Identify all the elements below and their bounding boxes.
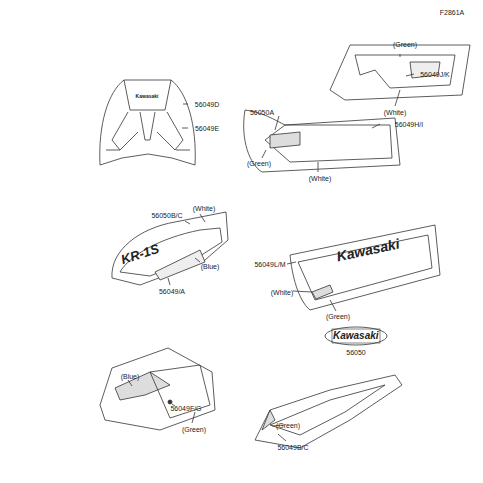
decal-text: Kawasaki [136, 94, 159, 99]
callout-label: (Green) [326, 313, 350, 320]
callout-label: (Green) [247, 160, 271, 167]
logo-decal: Kawasaki 56050 [324, 326, 388, 356]
callout-label: 56049J/K [420, 71, 450, 78]
callout-label: (Blue) [121, 373, 140, 380]
callout-label: (Green) [393, 41, 417, 48]
callout-label: 56049E [195, 125, 219, 132]
logo-text: Kawasaki [324, 326, 388, 346]
callout-label: 56050B/C [151, 212, 182, 219]
callout-label: 56050A [250, 109, 274, 116]
callout-label: (White) [309, 175, 332, 182]
callout-label: (Green) [182, 426, 206, 433]
callout-label: 56049H/I [395, 121, 423, 128]
callout-label: (Green) [276, 422, 300, 429]
callout-label: F2861A [440, 9, 465, 16]
callout-label: 56050 [324, 349, 388, 356]
callout-label: 56049B/C [277, 444, 308, 451]
oval [325, 327, 387, 345]
callout-label: 56049D [195, 101, 220, 108]
callout-label: 56049L/M [254, 261, 285, 268]
callout-label: (White) [384, 109, 407, 116]
callout-label: 56049F/G [170, 405, 201, 412]
callout-label: 56049/A [159, 288, 185, 295]
callout-label: (Blue) [201, 263, 220, 270]
callout-label: (White) [271, 289, 294, 296]
callout-label: (White) [193, 205, 216, 212]
